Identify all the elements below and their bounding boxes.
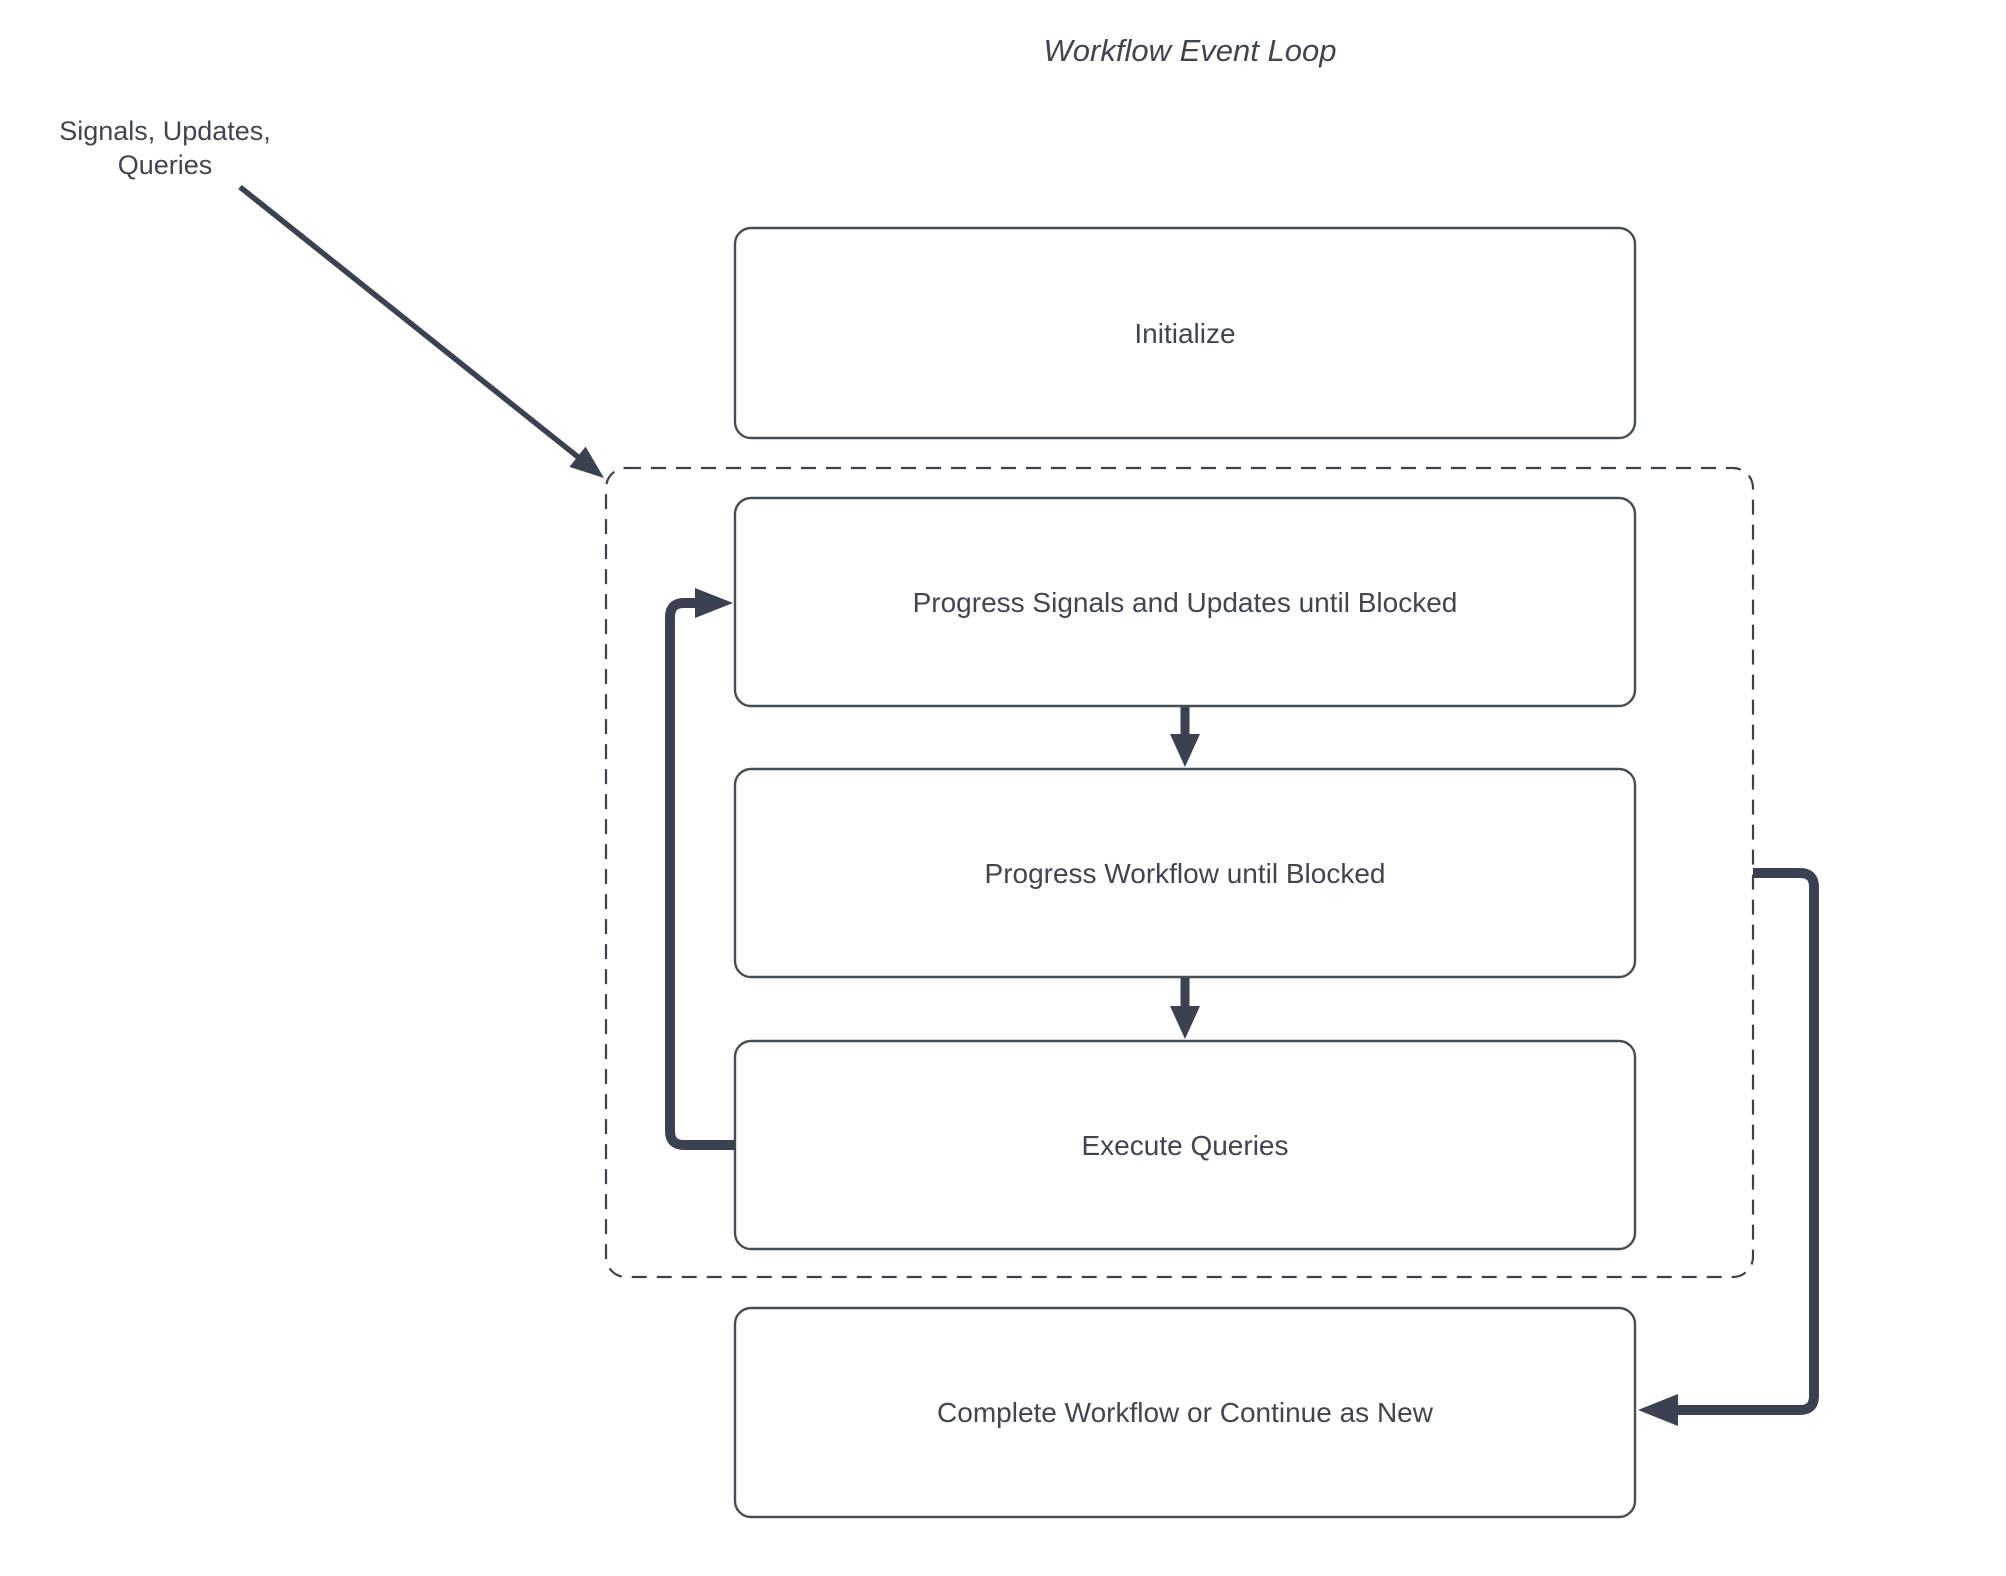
node-progress-workflow-label: Progress Workflow until Blocked [985,858,1386,889]
flow-arrow-signals-to-workflow [1170,707,1200,767]
incoming-signals-arrow [238,184,604,478]
query-loop-arrowhead [695,588,733,618]
node-complete: Complete Workflow or Continue as New [733,1306,1637,1519]
node-complete-box [733,1306,1637,1519]
continue-arrow [1638,868,1819,1426]
node-complete-label: Complete Workflow or Continue as New [937,1397,1434,1428]
continue-arrowhead [1638,1394,1678,1426]
annotation-line-1: Signals, Updates, [59,116,271,146]
page-title: Workflow Event Loop [1044,33,1337,68]
node-progress-signals-label: Progress Signals and Updates until Block… [913,587,1458,618]
node-progress-signals: Progress Signals and Updates until Block… [733,496,1637,708]
node-initialize-box [733,226,1637,440]
query-loop-arrow [665,588,735,1150]
signals-updates-queries-annotation: Signals, Updates, Queries [59,116,271,180]
node-progress-signals-box [733,496,1637,708]
incoming-signals-arrow-line [238,184,580,460]
node-execute-queries: Execute Queries [733,1039,1637,1251]
incoming-signals-arrowhead [569,446,604,478]
node-progress-workflow: Progress Workflow until Blocked [733,767,1637,979]
node-initialize-label: Initialize [1134,318,1235,349]
flow-arrow-2-head [1170,1006,1200,1039]
node-initialize: Initialize [733,226,1637,440]
node-execute-queries-label: Execute Queries [1082,1130,1289,1161]
query-loop-arrow-path [665,598,735,1150]
flow-arrow-1-head [1170,734,1200,767]
annotation-line-2: Queries [118,150,213,180]
continue-arrow-path [1676,868,1819,1415]
node-progress-workflow-box [733,767,1637,979]
flow-arrow-workflow-to-queries [1170,978,1200,1039]
event-loop-container [604,466,1755,1279]
